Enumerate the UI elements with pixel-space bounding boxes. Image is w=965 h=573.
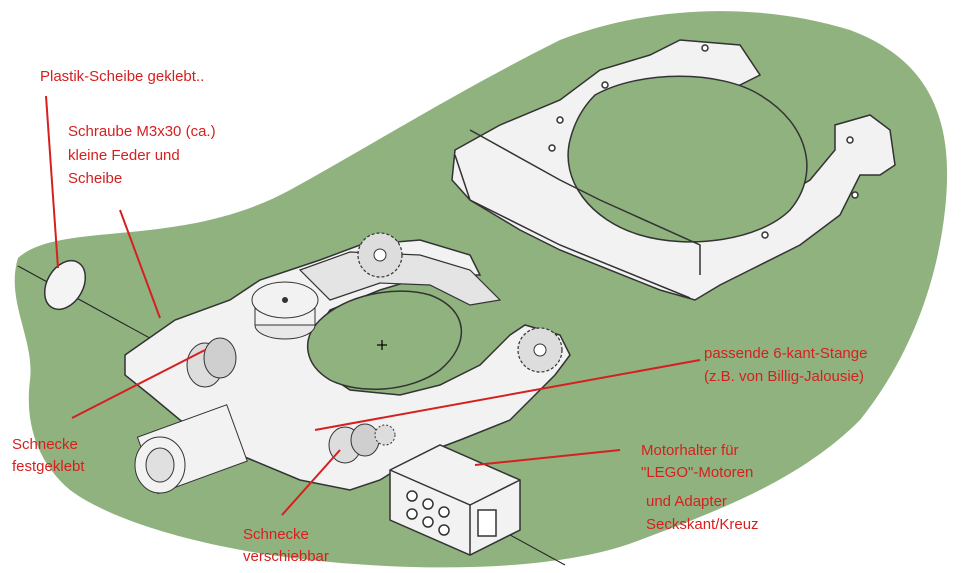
label-motor-line1: Motorhalter für bbox=[641, 442, 739, 459]
lower-base bbox=[124, 239, 571, 491]
label-screw-line1: Schraube M3x30 (ca.) bbox=[68, 123, 216, 140]
leader-motor bbox=[474, 449, 621, 466]
label-plastic-disc: Plastik-Scheibe geklebt.. bbox=[40, 68, 205, 85]
label-hex-rod-line2: (z.B. von Billig-Jalousie) bbox=[704, 368, 865, 385]
spool bbox=[251, 281, 319, 340]
front-tube bbox=[134, 404, 248, 495]
leader-lines bbox=[45, 95, 701, 516]
label-screw-line2: kleine Feder und bbox=[68, 147, 180, 164]
upper-gear bbox=[357, 232, 403, 278]
leader-worm-slide bbox=[281, 449, 341, 516]
leader-plastic-disc bbox=[45, 95, 59, 269]
center-cross-icon bbox=[377, 340, 387, 350]
motor-holder bbox=[389, 444, 521, 556]
label-screw-line3: Scheibe bbox=[68, 170, 123, 187]
leader-hex-rod bbox=[314, 359, 701, 431]
label-worm-slide-line2: verschiebbar bbox=[243, 548, 329, 565]
upper-plate bbox=[451, 39, 896, 301]
leader-screw bbox=[119, 209, 161, 319]
label-worm-slide-line1: Schnecke bbox=[243, 526, 309, 543]
label-worm-fixed-line2: festgeklebt bbox=[12, 458, 85, 475]
leader-worm-fixed bbox=[71, 349, 206, 419]
label-worm-fixed-line1: Schnecke bbox=[12, 436, 78, 453]
right-gear bbox=[517, 327, 563, 373]
label-motor-line2: "LEGO"-Motoren bbox=[641, 464, 754, 481]
plastic-disc bbox=[43, 260, 87, 310]
label-adapter-line2: Seckskant/Kreuz bbox=[646, 516, 759, 533]
label-hex-rod-line1: passende 6-kant-Stange bbox=[704, 345, 868, 362]
label-adapter-line1: und Adapter bbox=[646, 493, 727, 510]
